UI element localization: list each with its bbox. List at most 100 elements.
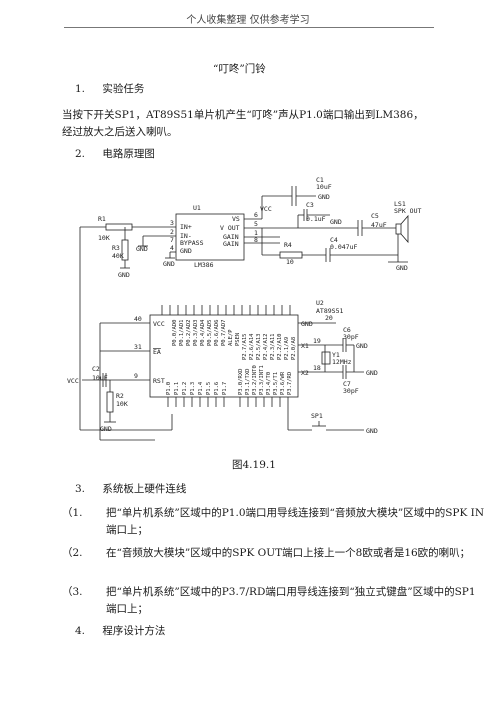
pin-name-p3-4: P3.4/T0 [266,372,272,395]
pin-name-p2-2: P2.2/A10 [277,334,283,361]
c5-value: 47uF [371,221,387,229]
pin-name-p0-4: P0.4/AD4 [200,319,206,346]
r1-resistor [105,223,133,231]
u1-label: U1 [193,204,201,212]
gnd-label-c3: GND [330,218,342,226]
section-2-label: 电路原理图 [102,148,155,160]
pin19-label: 19 [313,337,321,345]
pin-name-p3-0: P3.0/RXD [238,369,244,396]
pin-name-p0-2: P0.2/AD2 [186,320,192,347]
vcc-label-top: VCC [260,205,272,213]
figure-caption: 图4.19.1 [232,459,276,471]
u1-pin-vout: V OUT [220,224,240,232]
u1-pinnum-8: 8 [254,236,258,244]
u1-pinnum-2: 2 [170,228,174,236]
ls1-label: LS1 [394,200,406,208]
gnd-label-r3: GND [118,271,130,279]
pin-name-p1-2: P1.2 [182,382,188,395]
pin-name-p2-4: P2.4/A12 [263,334,269,361]
y1-value: 12MHz [332,358,352,366]
section-4-number: 4. [75,625,86,637]
section-1-number: 1. [75,83,86,95]
u1-pinnum-7: 7 [170,236,174,244]
r3-value: 40K [112,252,124,260]
gnd-label-c1: GND [318,193,330,201]
c3-value: 0.1uF [306,215,326,223]
wiring-item-3-text: 把“单片机系统”区域中的P3.7/RD端口用导线连接到“独立式键盘”区域中的SP… [106,586,476,615]
pin-name-p1-1: P1.1 [174,382,180,395]
pin-name-psen: PSEN [235,333,241,346]
gnd-label-c7: GND [366,369,378,377]
r4-label: R4 [284,241,292,249]
header-rule [64,27,434,28]
c4-value: 0.047uF [330,243,357,251]
u2-gnd-pin: GND [301,320,313,328]
u1-pinnum-1: 1 [254,229,258,237]
pin-name-p2-1: P2.1/A9 [284,337,290,360]
r2-value: 10K [116,400,128,408]
pin-name-p1-5: P1.5 [206,382,212,395]
pin-name-p3-5: P3.5/T1 [273,372,279,395]
c1-value: 10uF [316,183,332,191]
pin-name-p2-7: P2.7/A15 [242,334,248,361]
speaker-body [395,223,402,235]
wiring-item-2-text: 在“音频放大模块”区域中的SPK OUT端口上接上一个8欧或者是16欧的喇叭； [106,547,471,559]
section-3-number: 3. [75,483,86,495]
top-pin-stubs [161,305,291,315]
u1-pin-bypass: BYPASS [180,239,204,247]
section-2-number: 2. [75,148,86,160]
pin-name-ale: ALE/P [228,329,234,346]
gnd-label-speaker: GND [396,264,408,272]
u1-part: LM386 [194,261,214,269]
document-title: “叮咚”门铃 [213,63,266,75]
pin-name-p1-0: P1.0 [166,382,172,395]
gnd-label-pin4: GND [163,260,175,268]
u1-pinnum-5: 5 [254,220,258,228]
gnd-label-sp1: GND [366,427,378,435]
r1-value: 10K [98,234,110,242]
u2-rst-pin: RST [153,377,165,385]
wiring-item-2-number: （2. [62,547,83,559]
u1-pin-in-plus: IN+ [180,223,192,231]
u2-x2-pin: X2 [301,369,309,377]
r1-label: R1 [98,215,106,223]
page-header: 个人收集整理 仅供参考学习 [186,15,310,26]
pin9-label: 9 [134,372,138,380]
pin-name-p1-6: P1.6 [214,382,220,395]
u1-pinnum-4: 4 [170,244,174,252]
section-4-heading: 4. 程序设计方法 [75,624,165,639]
wiring-item-1-number: （1. [62,507,83,519]
pin-name-p1-3: P1.3 [190,382,196,395]
pin-name-p3-2: P3.2/INT0 [252,365,258,395]
u1-pin-gain1: GAIN [223,233,239,241]
section-1-heading: 1. 实验任务 [75,82,144,97]
wiring-item-1: （1.把“单片机系统”区域中的P1.0端口用导线连接到“音频放大模块”区域中的S… [62,505,484,539]
section-4-label: 程序设计方法 [102,625,166,637]
u2-vcc-pin: VCC [153,320,165,328]
c2-value: 10uF [92,374,108,382]
pin-name-p0-7: P0.7/AD7 [221,320,227,347]
u1-pin-vs: VS [232,215,240,223]
r2-resistor [106,391,114,413]
section-1-label: 实验任务 [102,83,145,95]
vcc-label-rst: VCC [67,377,79,385]
pin-name-p1-7: P1.7 [222,382,228,395]
pin-name-p0-6: P0.6/AD6 [214,320,220,347]
y1-crystal [321,351,331,365]
task-paragraph: 当按下开关SP1，AT89S51单片机产生“叮咚”声从P1.0端口输出到LM38… [62,109,424,138]
pin-name-p3-3: P3.3/INT1 [259,365,265,395]
u1-pin-gain8: GAIN [223,240,239,248]
pin-name-p2-5: P2.5/A13 [256,334,262,361]
pin-name-p0-0: P0.0/AD0 [172,320,178,347]
gnd-label-in: GND [136,245,148,253]
c7-label: C7 [343,380,351,388]
c3-label: C3 [306,201,314,209]
r2-label: R2 [116,392,124,400]
u2-part: AT89S51 [316,307,343,315]
pin-name-p0-3: P0.3/AD3 [193,320,199,347]
pin20-label: 20 [325,314,333,322]
c6-label: C6 [343,326,351,334]
c4-label: C4 [330,236,338,244]
gnd-label-c6: GND [356,342,368,350]
section-2-heading: 2. 电路原理图 [75,147,155,162]
